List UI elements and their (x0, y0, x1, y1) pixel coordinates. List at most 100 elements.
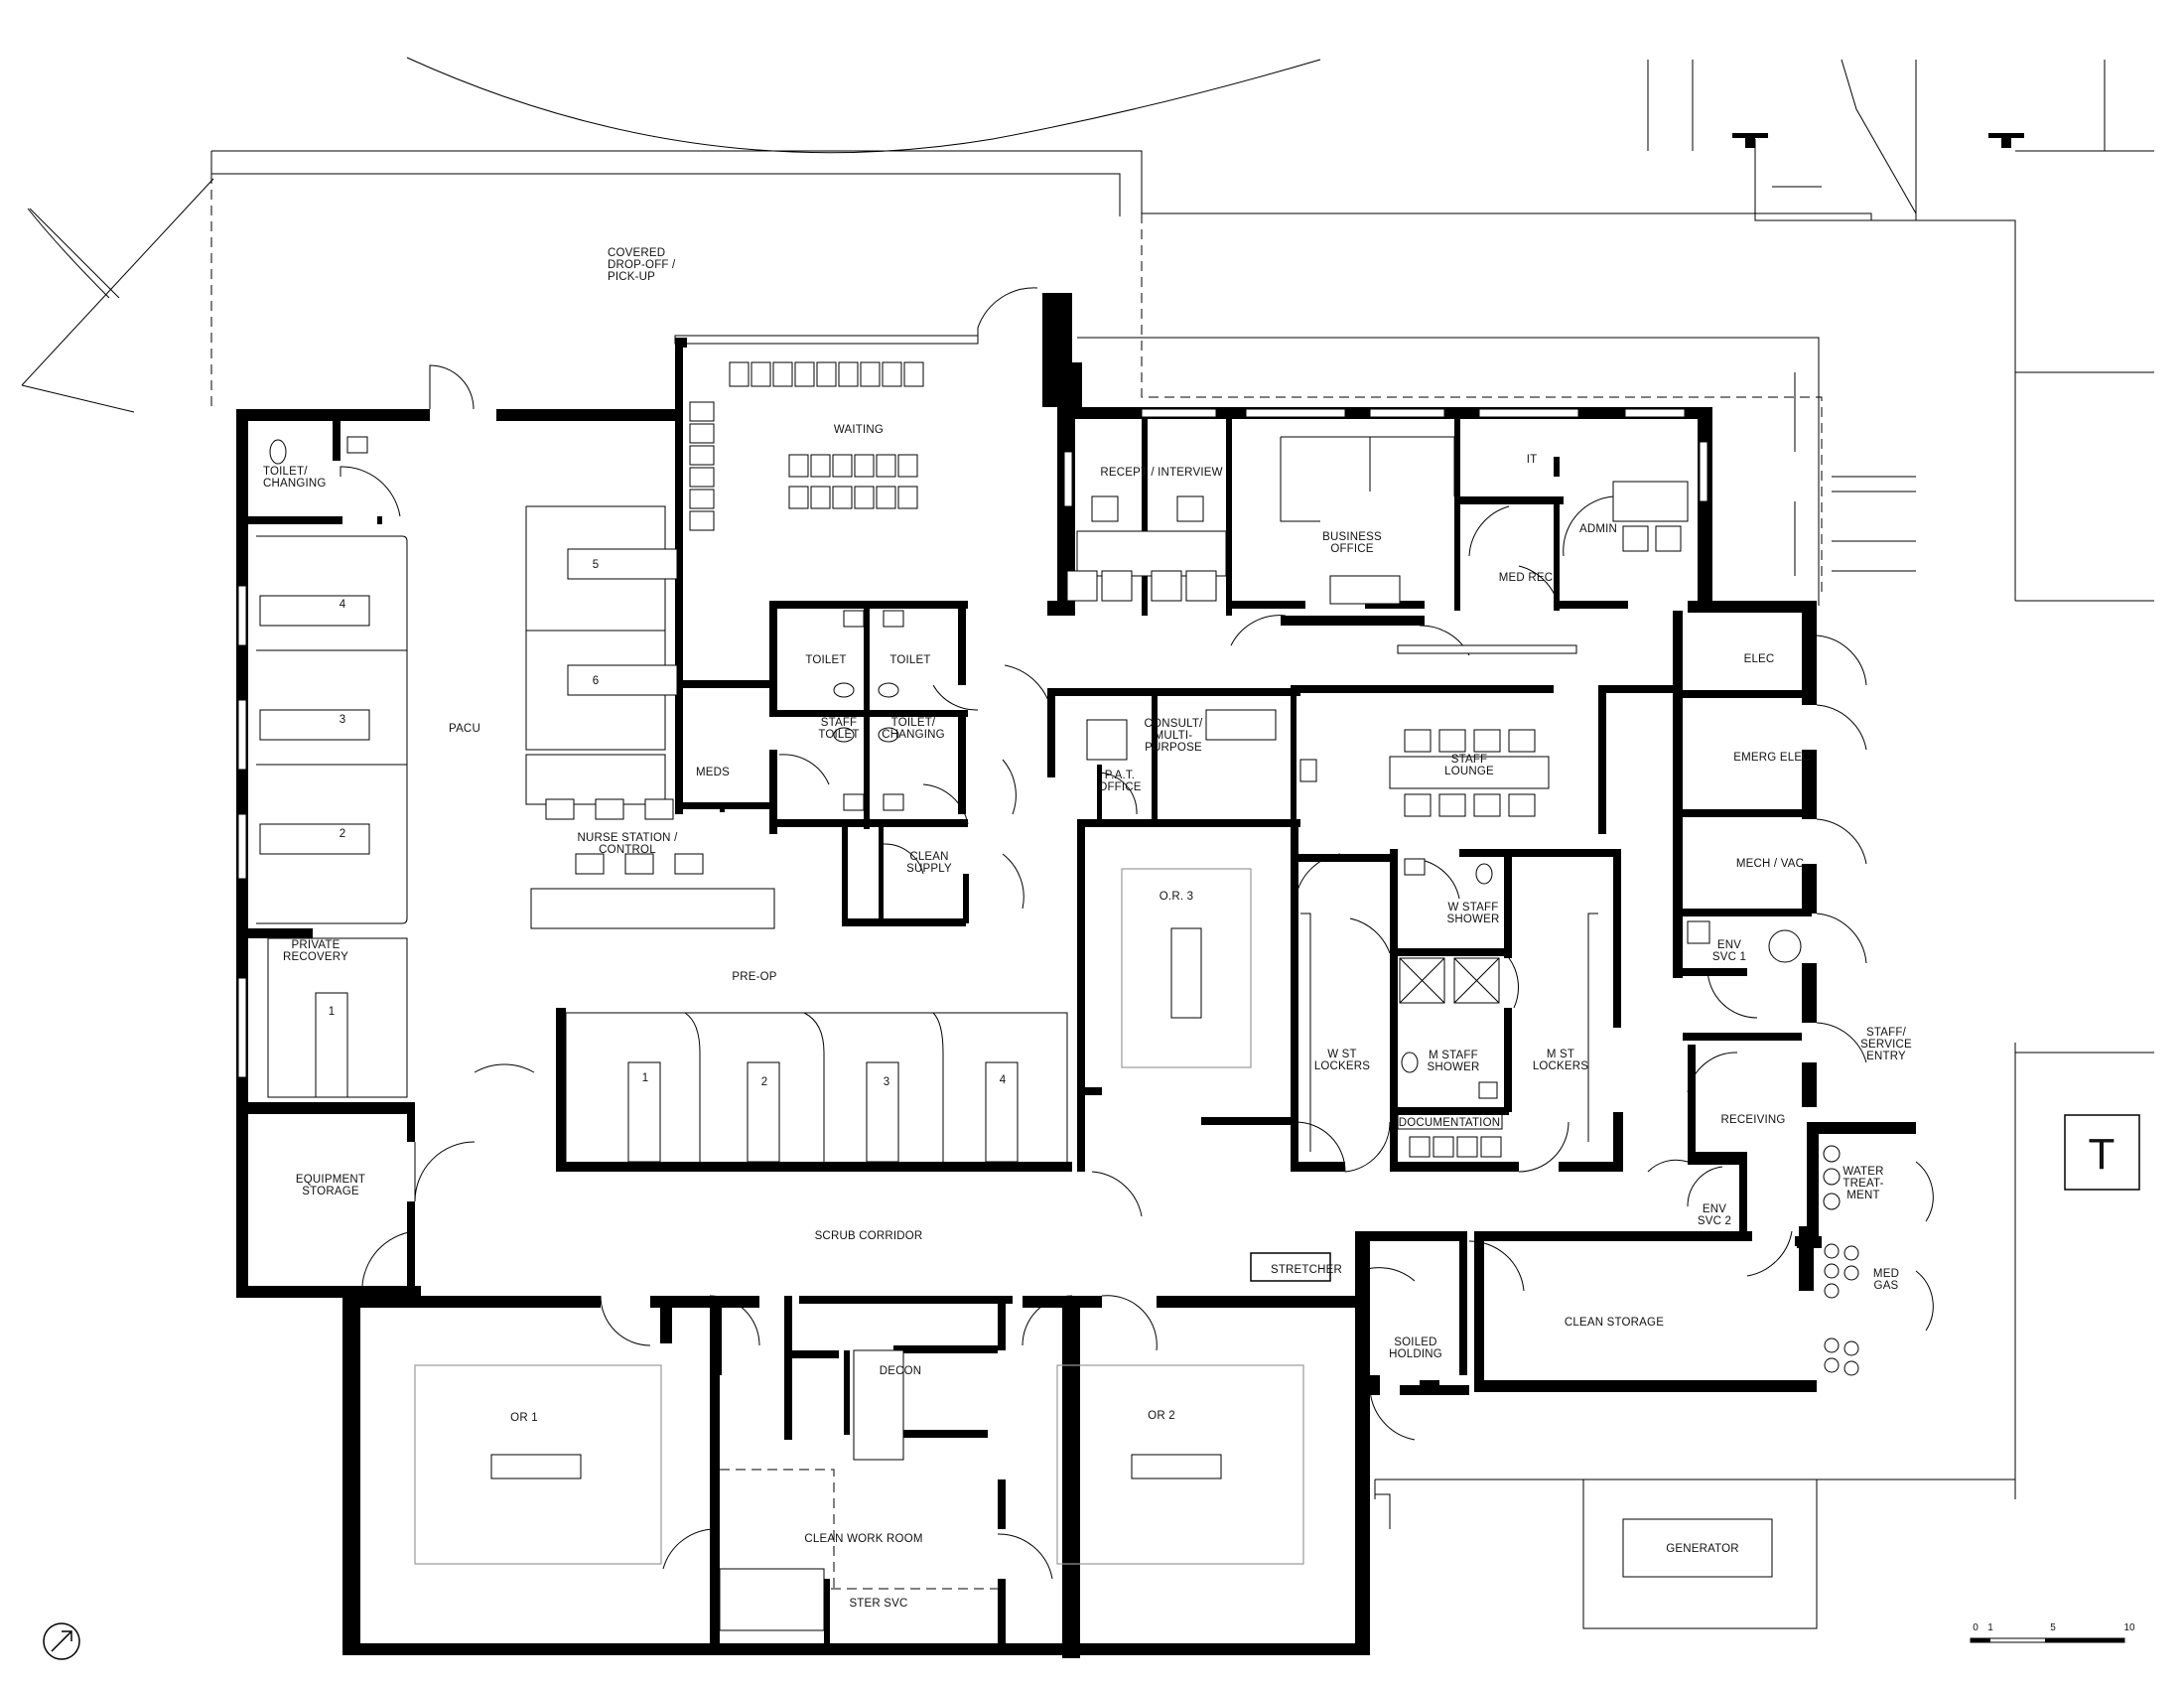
waiting-chair (876, 454, 896, 478)
station-chair (674, 853, 704, 875)
waiting-chair (794, 361, 815, 387)
waiting-chair (832, 486, 853, 509)
waiting-chair (854, 486, 875, 509)
waiting-chair (854, 454, 875, 478)
scale-label-5: 5 (2050, 1622, 2056, 1633)
label-elec: ELEC (1744, 653, 1775, 665)
label-toilet-changing-line-2: CHANGING (263, 478, 327, 490)
transit-marker-box (2064, 1114, 2140, 1191)
label-generator: GENERATOR (1666, 1543, 1739, 1555)
label-recept-interview: RECEPT / INTERVIEW (1100, 467, 1222, 479)
label-staff-service-entry-line-1: STAFF/ (1866, 1027, 1907, 1039)
label-soiled-holding-line-1: SOILED (1394, 1336, 1436, 1348)
label-staff-toilet-line-2: TOILET (818, 729, 859, 741)
label-staff-service-entry-line-2: SERVICE (1860, 1039, 1912, 1051)
waiting-chair (689, 423, 715, 444)
label-env-svc-2-line-2: SVC 2 (1698, 1215, 1731, 1227)
label-pat-office-line-1: P.A.T. (1105, 770, 1135, 781)
label-stretcher: STRETCHER (1271, 1264, 1342, 1276)
label-w-st-lockers-line-1: W ST (1327, 1049, 1357, 1060)
pacu-bay-6: 6 (593, 675, 600, 687)
waiting-chair (876, 486, 896, 509)
waiting-chair (689, 489, 715, 509)
label-nurse-station-line-1: NURSE STATION / (578, 832, 679, 844)
label-m-staff-shower-line-1: M STAFF (1429, 1050, 1478, 1061)
label-env-svc-1-line-2: SVC 1 (1712, 951, 1746, 963)
label-m-staff-shower-line-2: SHOWER (1428, 1061, 1480, 1073)
lounge-chair (1404, 729, 1432, 753)
label-pacu: PACU (449, 723, 480, 735)
preop-bay-1: 1 (642, 1072, 649, 1084)
label-staff-service-entry-line-3: ENTRY (1866, 1051, 1906, 1062)
label-w-staff-shower-line-1: W STAFF (1447, 902, 1498, 914)
label-equipment-storage-line-1: EQUIPMENT (296, 1174, 365, 1186)
lounge-chair (1404, 793, 1432, 817)
waiting-chair (689, 467, 715, 488)
label-consult-line-1: CONSULT/ (1145, 718, 1203, 730)
label-covered-dropoff-line-2: DROP-OFF / (608, 259, 676, 271)
label-or3: O.R. 3 (1160, 891, 1193, 903)
preop-bay-4: 4 (1000, 1074, 1007, 1086)
label-env-svc-2-line-1: ENV (1703, 1203, 1726, 1215)
label-mech-vac: MECH / VAC (1736, 858, 1804, 870)
waiting-chair (689, 401, 715, 422)
lounge-chair (1473, 793, 1501, 817)
label-clean-work-room: CLEAN WORK ROOM (804, 1533, 922, 1545)
waiting-chair (810, 454, 831, 478)
label-waiting: WAITING (834, 424, 884, 436)
label-med-gas-line-2: GAS (1874, 1280, 1899, 1292)
label-private-recovery-line-2: RECOVERY (283, 951, 348, 963)
label-toilet-changing-2-line-2: CHANGING (882, 729, 945, 741)
waiting-chair (788, 454, 809, 478)
waiting-chair (788, 486, 809, 509)
label-clean-storage: CLEAN STORAGE (1565, 1317, 1664, 1329)
lounge-chair (1508, 793, 1536, 817)
waiting-chair (689, 445, 715, 466)
waiting-chair (903, 361, 924, 387)
label-staff-lounge-line-2: LOUNGE (1444, 766, 1494, 777)
label-documentation: DOCUMENTATION (1399, 1117, 1500, 1129)
label-clean-supply-line-1: CLEAN (909, 851, 948, 863)
interior-walls (248, 338, 1817, 1658)
station-chair (644, 798, 674, 820)
lounge-chair (1438, 729, 1466, 753)
fixtures (269, 436, 1859, 1376)
waiting-chair (772, 361, 793, 387)
scale-label-0: 0 (1973, 1622, 1979, 1633)
scale-label-1: 1 (1987, 1622, 1993, 1633)
label-receiving: RECEIVING (1720, 1114, 1785, 1126)
label-consult-line-2: MULTI- (1155, 730, 1193, 742)
label-business-office-line-2: OFFICE (1330, 543, 1373, 555)
label-consult-line-3: PURPOSE (1145, 742, 1202, 754)
scale-label-10: 10 (2123, 1622, 2135, 1633)
label-business-office-line-1: BUSINESS (1322, 531, 1382, 543)
doc-chair (1456, 1136, 1478, 1158)
label-toilet-changing-2-line-1: TOILET/ (891, 717, 936, 729)
pacu-bay-2: 2 (340, 828, 346, 840)
label-toilet-a: TOILET (805, 654, 846, 666)
label-or1: OR 1 (510, 1412, 538, 1424)
waiting-chair (860, 361, 881, 387)
scale-bar (1970, 1637, 2125, 1643)
label-or2: OR 2 (1148, 1410, 1175, 1422)
label-covered-dropoff-line-3: PICK-UP (608, 271, 655, 283)
waiting-chair (882, 361, 902, 387)
label-water-treatment-line-1: WATER (1843, 1166, 1883, 1178)
label-m-st-lockers-line-1: M ST (1547, 1049, 1574, 1060)
label-equipment-storage-line-2: STORAGE (302, 1186, 359, 1197)
waiting-chair (729, 361, 750, 387)
beds (259, 548, 1019, 1163)
label-w-staff-shower-line-2: SHOWER (1447, 914, 1500, 925)
waiting-chair (897, 486, 918, 509)
label-ster-svc: STER SVC (849, 1598, 907, 1610)
label-covered-dropoff-line-1: COVERED (608, 247, 665, 259)
label-soiled-holding-line-2: HOLDING (1389, 1348, 1442, 1360)
station-chair (575, 853, 605, 875)
pacu-bay-3: 3 (340, 714, 346, 726)
doc-chair (1433, 1136, 1454, 1158)
label-staff-toilet-line-1: STAFF (821, 717, 858, 729)
label-water-treatment-line-2: TREAT- (1843, 1178, 1883, 1190)
waiting-chair (751, 361, 771, 387)
